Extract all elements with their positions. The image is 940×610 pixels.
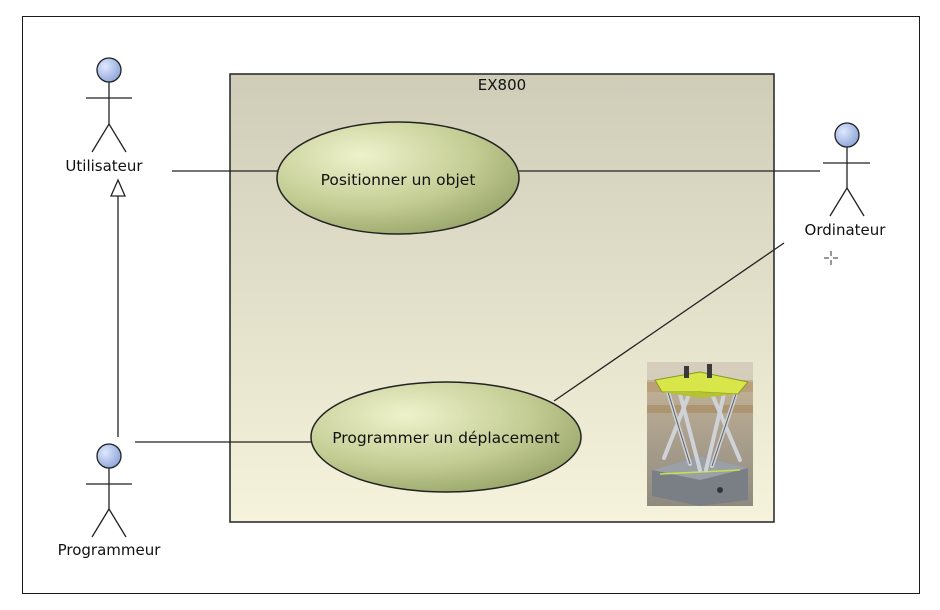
- stick-figure-icon: [823, 122, 870, 217]
- associations: [135, 170, 820, 443]
- actor-label: Programmeur: [58, 541, 162, 559]
- robot-photo: [647, 362, 753, 506]
- stick-figure-icon: [86, 57, 132, 153]
- generalization-arrow: [110, 178, 126, 437]
- crosshair-cursor-icon: [824, 251, 838, 265]
- use-case-positionner[interactable]: Positionner un objet: [276, 121, 520, 235]
- system-name: EX800: [478, 76, 526, 94]
- actor-ordinateur[interactable]: Ordinateur: [805, 122, 887, 239]
- actor-programmeur[interactable]: Programmeur: [58, 443, 162, 559]
- use-case-label: Positionner un objet: [321, 171, 476, 189]
- stick-figure-icon: [86, 443, 132, 538]
- hollow-triangle-arrowhead: [110, 178, 126, 197]
- actor-label: Ordinateur: [805, 221, 887, 239]
- use-case-programmer[interactable]: Programmer un déplacement: [310, 381, 582, 493]
- actor-label: Utilisateur: [65, 157, 143, 175]
- use-case-label: Programmer un déplacement: [332, 429, 560, 447]
- actor-utilisateur[interactable]: Utilisateur: [65, 57, 143, 175]
- association-programmer-ordinateur: [553, 242, 785, 402]
